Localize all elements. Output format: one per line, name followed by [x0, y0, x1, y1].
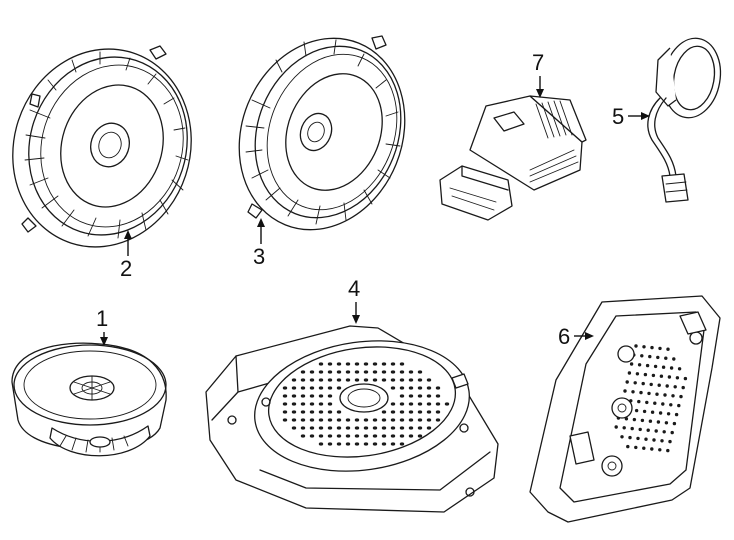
callout-label-5: 5: [612, 104, 624, 129]
callout-label-2: 2: [120, 256, 132, 281]
callout-6: 6: [558, 324, 594, 349]
part-7-module: [439, 95, 587, 221]
callout-3: 3: [253, 218, 265, 269]
part-2-frame-ribs: [24, 51, 189, 239]
part-6-vent-holes: [614, 344, 688, 453]
callout-label-4: 4: [348, 276, 360, 301]
part-7-fins: [529, 100, 579, 183]
part-3-speaker: [238, 35, 406, 231]
callout-label-6: 6: [558, 324, 570, 349]
callout-1: 1: [96, 306, 108, 346]
callout-label-1: 1: [96, 306, 108, 331]
part-6-amplifier: [529, 295, 721, 523]
callout-4: 4: [348, 276, 360, 324]
callout-5: 5: [612, 104, 650, 129]
part-4-grille: [282, 362, 450, 446]
part-1-cone-ribs: [73, 375, 111, 401]
part-3-frame-ribs: [245, 39, 401, 225]
callout-7: 7: [532, 50, 544, 98]
part-4-subwoofer: [205, 325, 499, 513]
callout-2: 2: [120, 230, 132, 281]
part-5-tweeter: [647, 37, 722, 203]
callout-label-7: 7: [532, 50, 544, 75]
part-1-speaker: [11, 342, 167, 457]
part-2-speaker: [12, 45, 192, 248]
callout-label-3: 3: [253, 244, 265, 269]
